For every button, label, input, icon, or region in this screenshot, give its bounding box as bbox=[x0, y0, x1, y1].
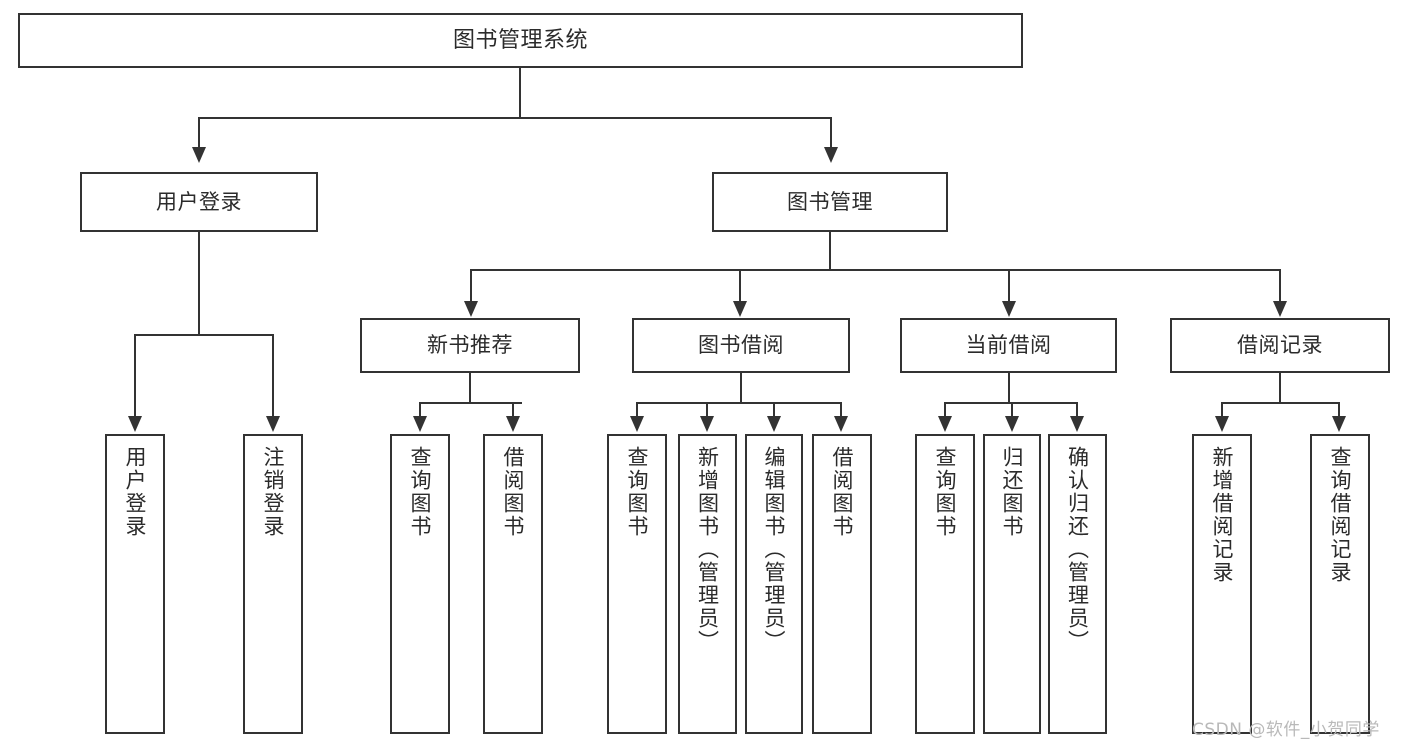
arrowhead-leaf-user-login bbox=[128, 416, 142, 432]
node-label: 图书管理系统 bbox=[452, 27, 588, 53]
node-book-management[interactable]: 图书管理 bbox=[712, 172, 948, 232]
arrowhead-bookborrow-leaf-2 bbox=[700, 416, 714, 432]
node-root-system[interactable]: 图书管理系统 bbox=[18, 13, 1023, 68]
arrowhead-newbook-leaf-2 bbox=[506, 416, 520, 432]
node-new-book-recommend[interactable]: 新书推荐 bbox=[360, 318, 580, 373]
connector-borrowrecord-drop-2 bbox=[1338, 402, 1340, 416]
arrowhead-current-borrow bbox=[1002, 301, 1016, 317]
node-label: 用户登录 bbox=[123, 446, 148, 538]
connector-root-stem bbox=[519, 68, 521, 118]
connector-borrowrecord-stem bbox=[1279, 373, 1281, 403]
node-label: 借阅图书 bbox=[830, 446, 855, 538]
arrowhead-bookborrow-leaf-3 bbox=[767, 416, 781, 432]
node-label: 当前借阅 bbox=[965, 333, 1052, 358]
arrowhead-currentborrow-leaf-1 bbox=[938, 416, 952, 432]
leaf-query-book-current[interactable]: 查询图书 bbox=[915, 434, 975, 734]
arrowhead-bookborrow-leaf-1 bbox=[630, 416, 644, 432]
connector-borrowrecord-bus bbox=[1221, 402, 1340, 404]
node-label: 借阅记录 bbox=[1237, 333, 1323, 358]
arrowhead-borrowrecord-leaf-1 bbox=[1215, 416, 1229, 432]
node-label: 确认归还（管理员） bbox=[1065, 446, 1090, 653]
connector-bookmgmt-drop-2 bbox=[739, 269, 741, 301]
arrowhead-borrow-record bbox=[1273, 301, 1287, 317]
node-label: 图书管理 bbox=[787, 189, 873, 214]
node-book-borrow[interactable]: 图书借阅 bbox=[632, 318, 850, 373]
node-label: 用户登录 bbox=[156, 189, 242, 214]
node-label: 新书推荐 bbox=[427, 333, 513, 358]
leaf-query-borrow-record[interactable]: 查询借阅记录 bbox=[1310, 434, 1370, 734]
connector-borrowrecord-drop-1 bbox=[1221, 402, 1223, 416]
connector-bookborrow-drop-1 bbox=[636, 402, 638, 416]
node-current-borrow[interactable]: 当前借阅 bbox=[900, 318, 1117, 373]
connector-bookmgmt-bus bbox=[470, 269, 1281, 271]
connector-newbook-drop-2 bbox=[512, 402, 514, 416]
connector-bookmgmt-drop-1 bbox=[470, 269, 472, 301]
connector-root-bus bbox=[198, 117, 832, 119]
leaf-borrow-book-recommend[interactable]: 借阅图书 bbox=[483, 434, 543, 734]
leaf-user-login[interactable]: 用户登录 bbox=[105, 434, 165, 734]
node-label: 注销登录 bbox=[261, 446, 286, 538]
connector-userlogin-bus bbox=[134, 334, 274, 336]
node-borrow-record[interactable]: 借阅记录 bbox=[1170, 318, 1390, 373]
connector-bookmgmt-drop-4 bbox=[1279, 269, 1281, 301]
arrowhead-leaf-logout bbox=[266, 416, 280, 432]
arrowhead-bookborrow-leaf-4 bbox=[834, 416, 848, 432]
connector-newbook-drop-1 bbox=[419, 402, 421, 416]
node-label: 归还图书 bbox=[1000, 446, 1025, 538]
arrowhead-new-book bbox=[464, 301, 478, 317]
arrowhead-currentborrow-leaf-3 bbox=[1070, 416, 1084, 432]
arrowhead-book-manage bbox=[824, 147, 838, 163]
leaf-query-book-borrow[interactable]: 查询图书 bbox=[607, 434, 667, 734]
leaf-return-book[interactable]: 归还图书 bbox=[983, 434, 1041, 734]
connector-newbook-bus bbox=[419, 402, 522, 404]
leaf-edit-book-admin[interactable]: 编辑图书（管理员） bbox=[745, 434, 803, 734]
connector-bookborrow-drop-2 bbox=[706, 402, 708, 416]
connector-root-drop-right bbox=[830, 117, 832, 147]
connector-userlogin-drop-2 bbox=[272, 334, 274, 416]
node-label: 图书借阅 bbox=[698, 333, 784, 358]
node-label: 借阅图书 bbox=[501, 446, 526, 538]
leaf-confirm-return-admin[interactable]: 确认归还（管理员） bbox=[1048, 434, 1107, 734]
node-user-login[interactable]: 用户登录 bbox=[80, 172, 318, 232]
node-label: 查询图书 bbox=[408, 446, 433, 538]
connector-userlogin-drop-1 bbox=[134, 334, 136, 416]
arrowhead-newbook-leaf-1 bbox=[413, 416, 427, 432]
connector-currentborrow-stem bbox=[1008, 373, 1010, 403]
connector-currentborrow-drop-2 bbox=[1011, 402, 1013, 416]
arrowhead-currentborrow-leaf-2 bbox=[1005, 416, 1019, 432]
node-label: 编辑图书（管理员） bbox=[762, 446, 787, 653]
leaf-add-book-admin[interactable]: 新增图书（管理员） bbox=[678, 434, 737, 734]
connector-currentborrow-drop-1 bbox=[944, 402, 946, 416]
arrowhead-user-login bbox=[192, 147, 206, 163]
leaf-query-book-recommend[interactable]: 查询图书 bbox=[390, 434, 450, 734]
connector-bookmgmt-stem bbox=[829, 232, 831, 270]
connector-bookmgmt-drop-3 bbox=[1008, 269, 1010, 301]
node-label: 查询图书 bbox=[933, 446, 958, 538]
node-label: 新增借阅记录 bbox=[1210, 446, 1235, 584]
connector-bookborrow-drop-3 bbox=[773, 402, 775, 416]
watermark-credit: CSDN @软件_小贺同学 bbox=[1192, 720, 1380, 740]
arrowhead-borrowrecord-leaf-2 bbox=[1332, 416, 1346, 432]
connector-userlogin-stem bbox=[198, 232, 200, 335]
connector-bookborrow-stem bbox=[740, 373, 742, 403]
arrowhead-book-borrow bbox=[733, 301, 747, 317]
leaf-borrow-book[interactable]: 借阅图书 bbox=[812, 434, 872, 734]
node-label: 查询图书 bbox=[625, 446, 650, 538]
node-label: 新增图书（管理员） bbox=[695, 446, 720, 653]
leaf-add-borrow-record[interactable]: 新增借阅记录 bbox=[1192, 434, 1252, 734]
node-label: 查询借阅记录 bbox=[1328, 446, 1353, 584]
connector-currentborrow-drop-3 bbox=[1076, 402, 1078, 416]
connector-root-drop-left bbox=[198, 117, 200, 147]
leaf-logout[interactable]: 注销登录 bbox=[243, 434, 303, 734]
connector-newbook-stem bbox=[469, 373, 471, 403]
connector-bookborrow-bus bbox=[636, 402, 842, 404]
connector-bookborrow-drop-4 bbox=[840, 402, 842, 416]
